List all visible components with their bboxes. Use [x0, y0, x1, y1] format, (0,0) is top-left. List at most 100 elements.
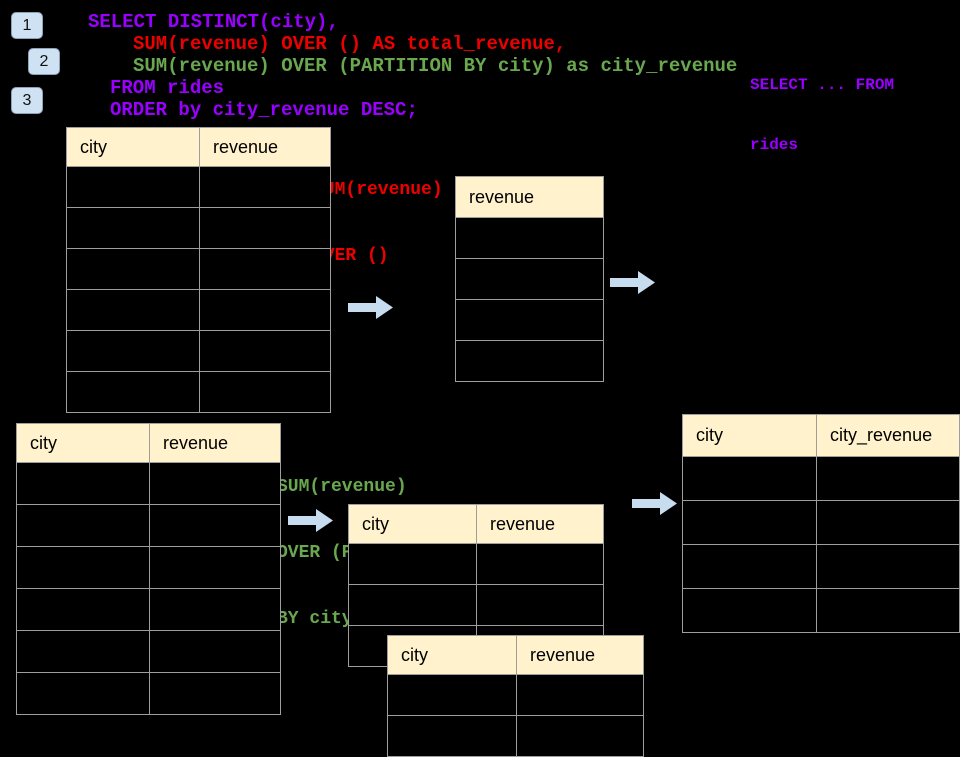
empty-cell: [476, 584, 604, 626]
empty-cell: [66, 166, 200, 208]
empty-cell: [681, 456, 818, 501]
column-header-city: city: [387, 635, 517, 675]
table-row: [387, 715, 644, 757]
empty-cell: [387, 715, 517, 757]
empty-cell: [66, 248, 200, 290]
annotation-line: SUM(revenue): [313, 180, 443, 200]
table-row: [16, 546, 281, 589]
table-row: [681, 456, 960, 501]
table-row: [66, 248, 331, 290]
empty-cell: [66, 330, 200, 372]
column-header-revenue: revenue: [149, 423, 281, 463]
table-partition-overlay: city revenue: [387, 635, 644, 757]
table-row: [66, 289, 331, 331]
step-badge-3: 3: [11, 87, 43, 114]
empty-cell: [16, 504, 150, 547]
empty-cell: [149, 462, 281, 505]
empty-cell: [199, 330, 331, 372]
side-snippet-line: rides: [750, 136, 799, 154]
table-rides-source-bottom: city revenue: [16, 423, 281, 715]
column-header-city: city: [681, 414, 818, 457]
table-row: [16, 462, 281, 505]
empty-cell: [816, 456, 960, 501]
empty-cell: [516, 715, 644, 757]
empty-cell: [16, 672, 150, 715]
table-row: [66, 207, 331, 249]
sql-line-sum-total: SUM(revenue) OVER () AS total_revenue,: [133, 33, 567, 55]
empty-cell: [455, 217, 604, 259]
empty-cell: [516, 674, 644, 716]
table-row: [16, 588, 281, 631]
step-badge-2: 2: [28, 48, 60, 75]
table-row: [455, 217, 604, 259]
empty-cell: [387, 674, 517, 716]
empty-cell: [455, 340, 604, 382]
column-header-city: city: [348, 504, 477, 544]
annotation-line: SUM(revenue): [277, 477, 407, 497]
empty-cell: [66, 371, 200, 413]
empty-cell: [199, 166, 331, 208]
step-badge-1: 1: [11, 12, 43, 39]
sql-line-sum-partition: SUM(revenue) OVER (PARTITION BY city) as…: [133, 55, 738, 77]
empty-cell: [149, 504, 281, 547]
empty-cell: [149, 630, 281, 673]
empty-cell: [66, 207, 200, 249]
empty-cell: [199, 248, 331, 290]
table-row: [16, 672, 281, 715]
empty-cell: [681, 544, 818, 589]
empty-cell: [476, 543, 604, 585]
column-header-revenue: revenue: [476, 504, 604, 544]
table-total-revenue-result: revenue: [455, 176, 604, 382]
table-row: [66, 371, 331, 413]
table-row: [455, 340, 604, 382]
empty-cell: [66, 289, 200, 331]
empty-cell: [816, 500, 960, 545]
empty-cell: [681, 500, 818, 545]
empty-cell: [816, 588, 960, 633]
table-row: [681, 544, 960, 589]
table-row: [66, 166, 331, 208]
sql-line-from: FROM rides: [110, 77, 225, 99]
empty-cell: [149, 672, 281, 715]
empty-cell: [199, 289, 331, 331]
empty-cell: [149, 546, 281, 589]
empty-cell: [348, 543, 477, 585]
column-header-revenue: revenue: [199, 127, 331, 167]
sql-line-select: SELECT DISTINCT(city),: [88, 11, 339, 33]
table-row: [66, 330, 331, 372]
column-header-city: city: [16, 423, 150, 463]
table-row: [681, 500, 960, 545]
side-snippet-line: SELECT ... FROM: [750, 76, 895, 94]
annotation-sum-over-total: SUM(revenue) OVER (): [313, 135, 443, 311]
sql-window-function-diagram: 1 2 3 SELECT DISTINCT(city), SUM(revenue…: [11, 11, 960, 757]
column-header-revenue: revenue: [455, 176, 604, 218]
empty-cell: [16, 588, 150, 631]
empty-cell: [199, 371, 331, 413]
right-arrow-icon: [610, 271, 655, 294]
table-row: [348, 543, 604, 585]
empty-cell: [16, 630, 150, 673]
table-row: [455, 299, 604, 341]
right-arrow-icon: [632, 492, 677, 515]
table-row: [455, 258, 604, 300]
table-row: [16, 630, 281, 673]
side-snippet-select-from-rides: SELECT ... FROM rides: [750, 35, 894, 195]
right-arrow-icon: [288, 509, 333, 532]
column-header-city: city: [66, 127, 200, 167]
table-row: [16, 504, 281, 547]
empty-cell: [455, 258, 604, 300]
empty-cell: [16, 462, 150, 505]
table-row: [387, 674, 644, 716]
table-row: [348, 584, 604, 626]
empty-cell: [199, 207, 331, 249]
table-city-revenue-result: city city_revenue: [681, 414, 960, 633]
annotation-line: OVER (): [313, 246, 389, 266]
empty-cell: [149, 588, 281, 631]
empty-cell: [16, 546, 150, 589]
column-header-revenue: revenue: [516, 635, 644, 675]
empty-cell: [681, 588, 818, 633]
empty-cell: [455, 299, 604, 341]
empty-cell: [348, 584, 477, 626]
empty-cell: [816, 544, 960, 589]
table-row: [681, 588, 960, 633]
